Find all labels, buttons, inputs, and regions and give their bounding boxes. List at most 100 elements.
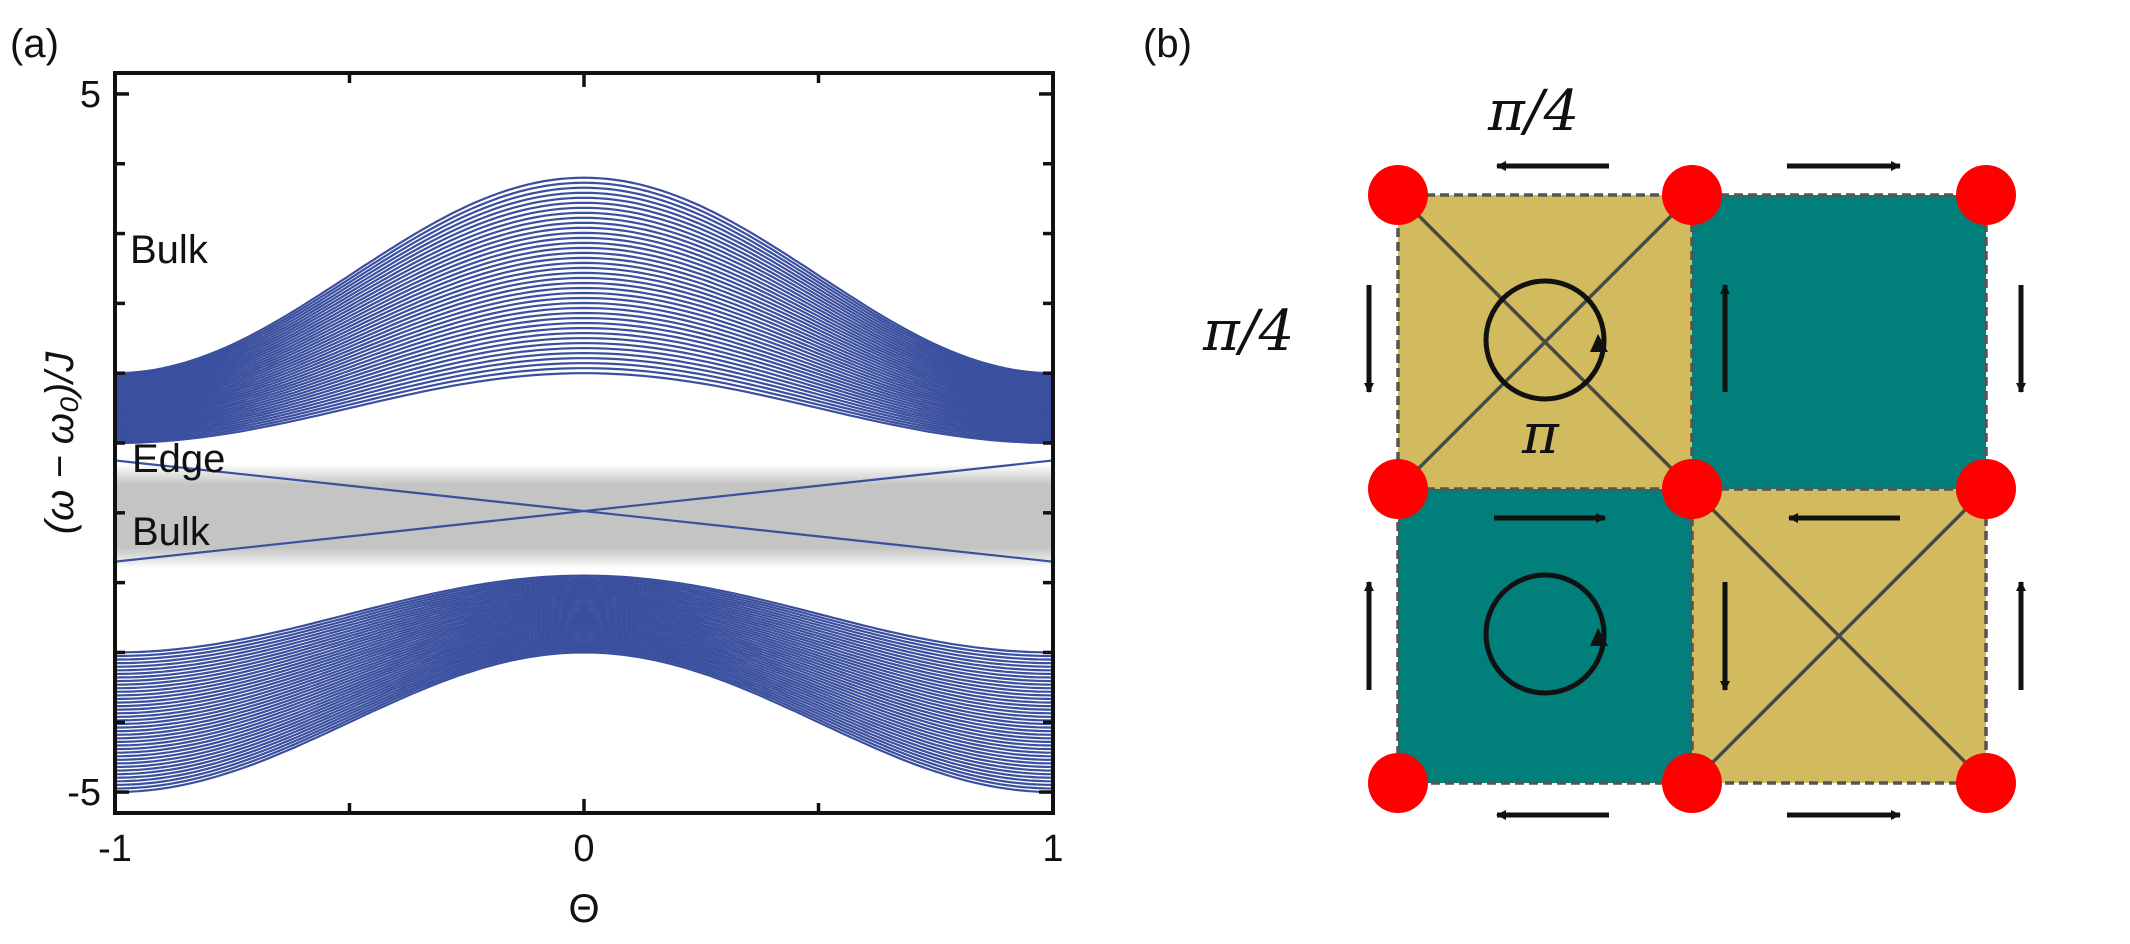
- lower-bulk-band-line: [115, 645, 1053, 783]
- upper-bulk-band-line: [115, 301, 1053, 419]
- plaquette-teal-bottom-left: [1398, 489, 1692, 783]
- lower-bulk-band-line: [115, 629, 1053, 754]
- flux-lattice-diagram: π/4 π/4 π: [1202, 79, 2026, 820]
- lower-bulk-band-line: [115, 625, 1053, 747]
- circulation-arrowhead-top: [1590, 334, 1608, 352]
- upper-bulk-band-line: [115, 231, 1053, 394]
- lower-bulk-band-line: [115, 619, 1053, 736]
- upper-bulk-band-line: [115, 372, 1053, 445]
- panel-label-a: (a): [10, 22, 59, 66]
- annotation-edge: Edge: [132, 437, 225, 481]
- band-lines: [115, 176, 1053, 794]
- lower-bulk-band-line: [115, 602, 1053, 704]
- lower-bulk-band-line: [115, 621, 1053, 740]
- y-tick-label: -5: [67, 772, 101, 814]
- upper-bulk-band-line: [115, 306, 1053, 421]
- lower-bulk-band-line: [115, 582, 1053, 668]
- annotation-bulk-upper: Bulk: [130, 228, 209, 272]
- upper-bulk-band-line: [115, 226, 1053, 393]
- upper-bulk-band-line: [115, 346, 1053, 436]
- upper-bulk-band-line: [115, 331, 1053, 430]
- upper-bulk-band-line: [115, 246, 1053, 400]
- lower-bulk-band-line: [115, 592, 1053, 686]
- phase-label-left: π/4: [1202, 299, 1294, 364]
- upper-bulk-band-line: [115, 211, 1053, 387]
- x-axis-title: Θ: [568, 887, 599, 931]
- circulation-circle-top: [1483, 278, 1607, 402]
- lower-bulk-band-line: [115, 588, 1053, 679]
- lower-bulk-band-line: [115, 598, 1053, 697]
- axis-tick-labels: -1 0 1 -5 5: [67, 74, 1063, 870]
- upper-bulk-band-line: [115, 271, 1053, 409]
- lower-bulk-band-line: [115, 594, 1053, 690]
- site: [1956, 459, 2016, 519]
- upper-bulk-band-line: [115, 241, 1053, 398]
- lower-bulk-band-line: [115, 627, 1053, 751]
- upper-bulk-band-line: [115, 186, 1053, 378]
- panel-label-b: (b): [1143, 22, 1192, 66]
- lower-bulk-band-line: [115, 631, 1053, 758]
- x-tick-label: 1: [1042, 828, 1063, 870]
- site: [1956, 753, 2016, 813]
- upper-bulk-band-line: [115, 236, 1053, 396]
- phase-label-top: π/4: [1487, 79, 1579, 144]
- site: [1368, 165, 1428, 225]
- upper-bulk-band-line: [115, 216, 1053, 389]
- circulation-circle-bottom: [1483, 572, 1607, 696]
- x-tick-label: -1: [98, 828, 132, 870]
- lower-bulk-band-line: [115, 584, 1053, 672]
- lower-bulk-band-line: [115, 639, 1053, 772]
- lower-bulk-band-line: [115, 651, 1053, 794]
- lower-bulk-band-line: [115, 613, 1053, 726]
- lower-bulk-band-line: [115, 623, 1053, 743]
- lower-bulk-band-line: [115, 637, 1053, 769]
- upper-bulk-band-line: [115, 351, 1053, 437]
- upper-bulk-band-line: [115, 327, 1053, 428]
- diagonal-couplings: [1396, 193, 1988, 785]
- lower-bulk-band-line: [115, 615, 1053, 729]
- upper-bulk-band-line: [115, 266, 1053, 407]
- lower-bulk-band-line: [115, 617, 1053, 733]
- lower-bulk-band-line: [115, 576, 1053, 658]
- upper-bulk-band-line: [115, 286, 1053, 414]
- flux-label: π: [1521, 402, 1560, 467]
- lower-bulk-band-line: [115, 643, 1053, 779]
- edge-mode-line-1: [115, 459, 1053, 563]
- upper-bulk-band-line: [115, 176, 1053, 375]
- lower-bulk-band-line: [115, 633, 1053, 761]
- upper-bulk-band-line: [115, 311, 1053, 423]
- lower-bulk-band-line: [115, 649, 1053, 790]
- lower-bulk-band-line: [115, 647, 1053, 786]
- upper-bulk-band-line: [115, 206, 1053, 385]
- upper-bulk-band-line: [115, 322, 1053, 427]
- lower-bulk-band-line: [115, 574, 1053, 654]
- y-tick-label: 5: [80, 74, 101, 116]
- upper-bulk-band-line: [115, 256, 1053, 403]
- lower-bulk-band-line: [115, 586, 1053, 675]
- lower-bulk-band-line: [115, 580, 1053, 665]
- site: [1368, 753, 1428, 813]
- lower-bulk-band-line: [115, 596, 1053, 693]
- lower-bulk-band-line: [115, 635, 1053, 765]
- lower-bulk-band-line: [115, 604, 1053, 708]
- upper-bulk-band-line: [115, 291, 1053, 416]
- upper-bulk-band-line: [115, 341, 1053, 434]
- lower-bulk-band-line: [115, 607, 1053, 715]
- upper-bulk-band-line: [115, 251, 1053, 402]
- site: [1368, 459, 1428, 519]
- plaquette-teal-top-right: [1692, 195, 1986, 489]
- lattice-sites: [1368, 165, 2016, 813]
- site: [1662, 165, 1722, 225]
- upper-bulk-band-line: [115, 181, 1053, 377]
- upper-bulk-band-line: [115, 221, 1053, 391]
- site: [1662, 753, 1722, 813]
- upper-bulk-band-line: [115, 276, 1053, 411]
- upper-bulk-band-line: [115, 281, 1053, 412]
- upper-bulk-band-line: [115, 191, 1053, 380]
- x-tick-label: 0: [573, 828, 594, 870]
- upper-bulk-band-line: [115, 357, 1053, 439]
- hopping-arrows: [1364, 161, 2026, 820]
- axis-ticks: [113, 73, 1055, 813]
